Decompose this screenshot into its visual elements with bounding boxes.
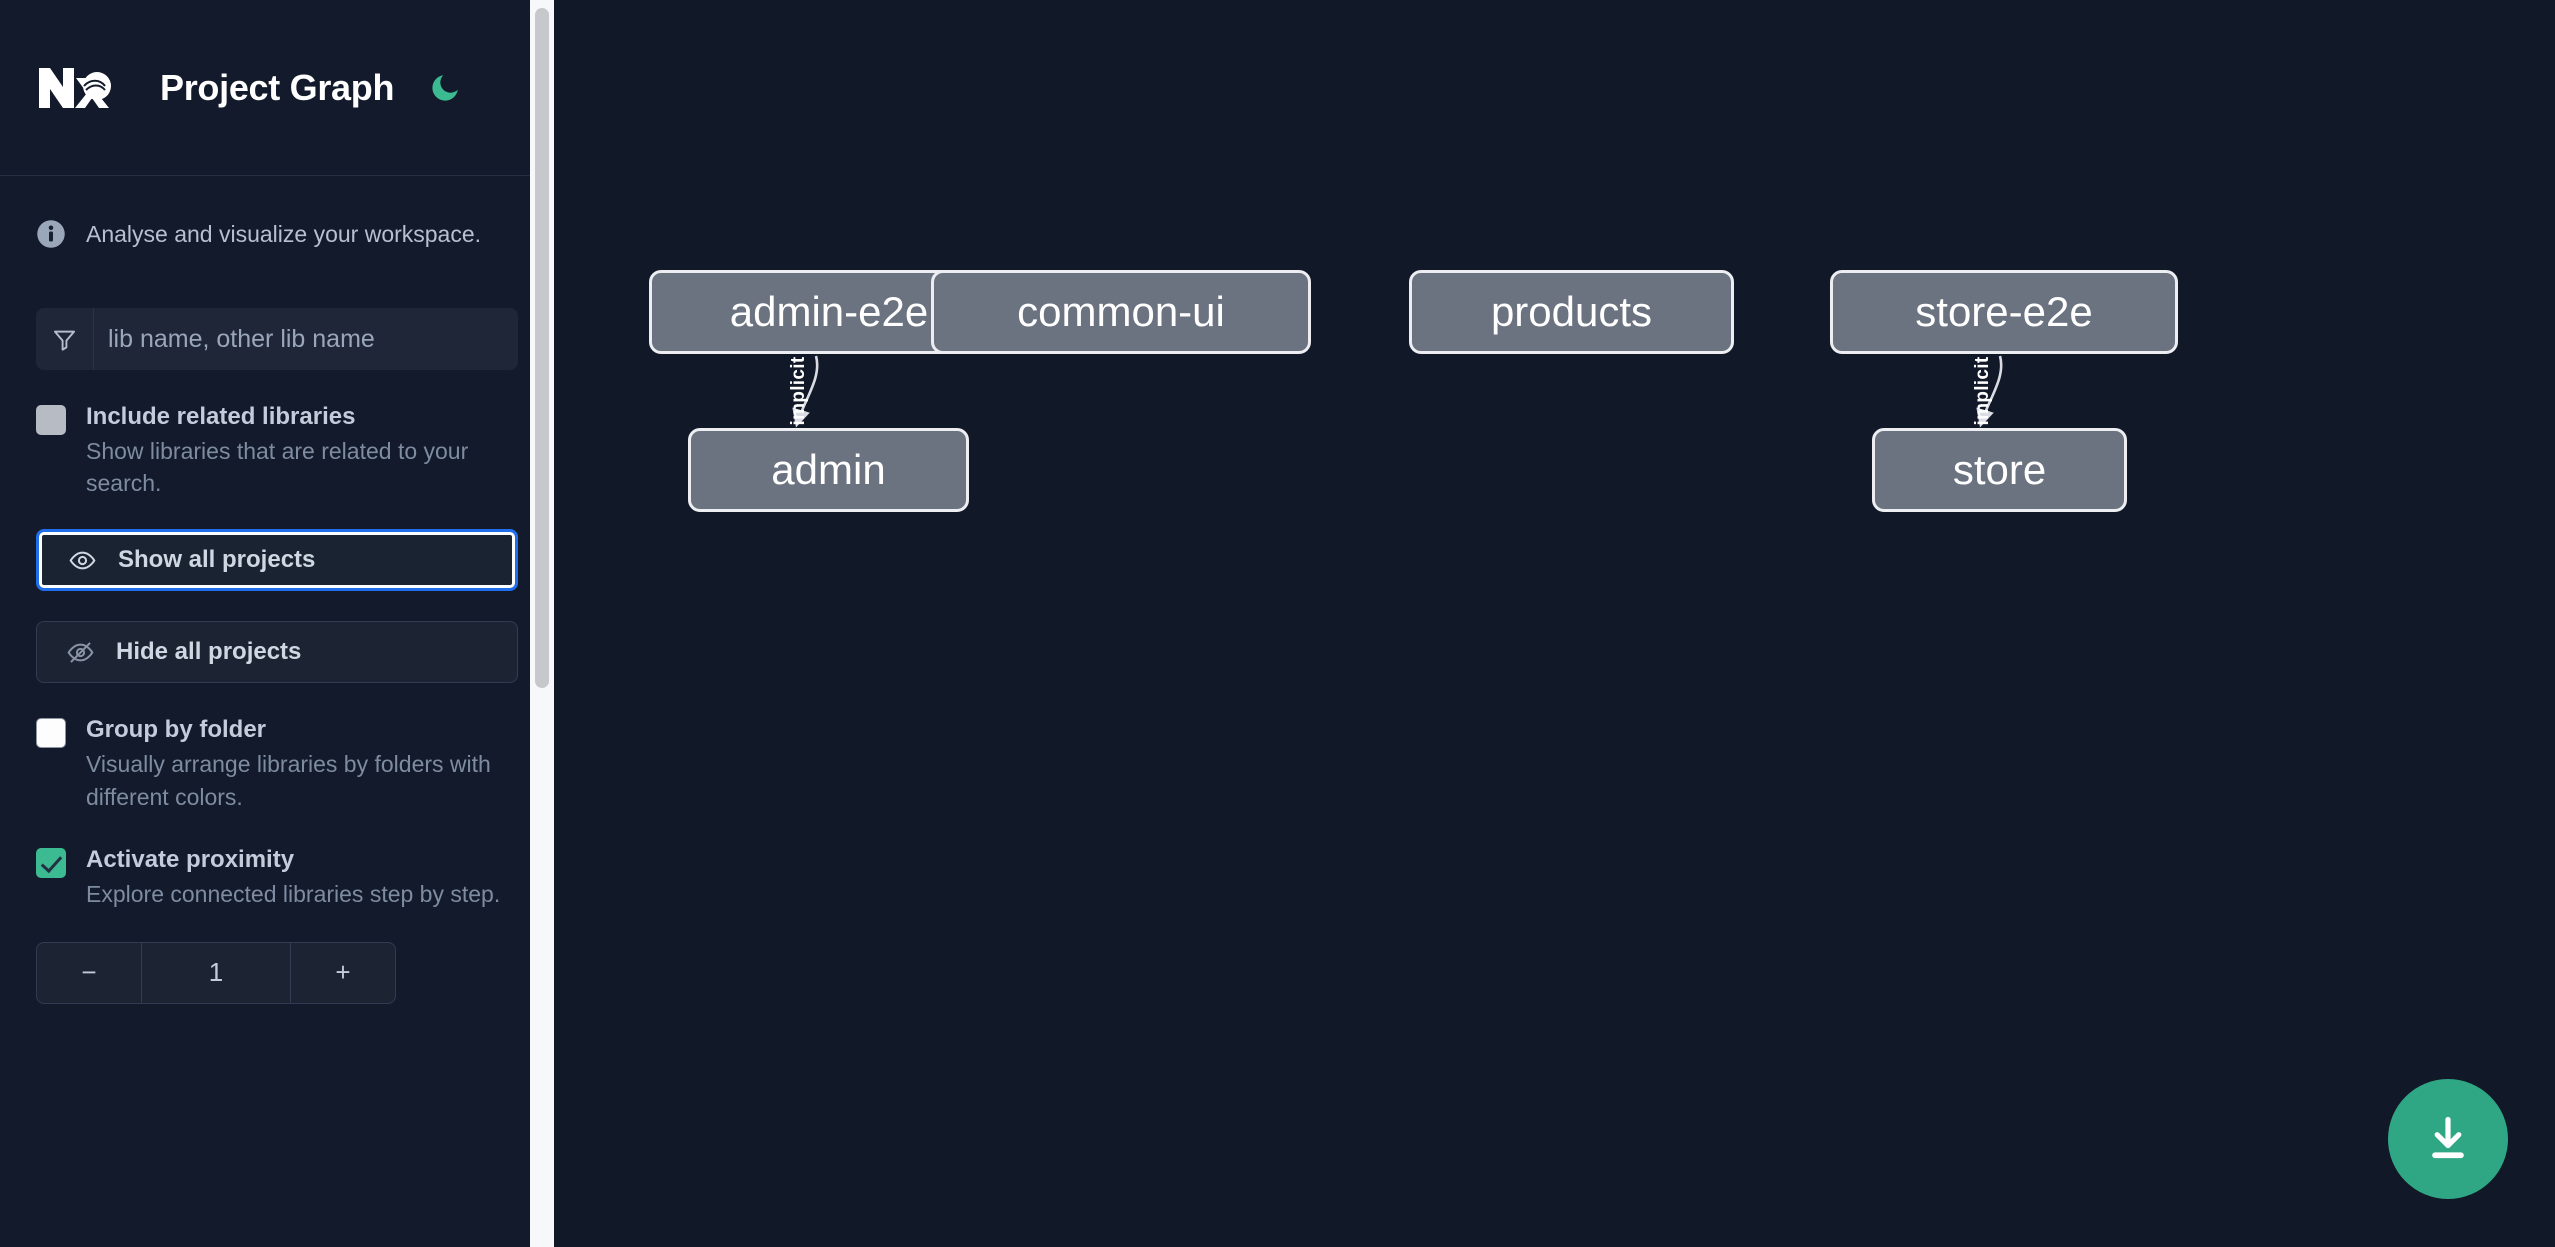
proximity-decrement-button[interactable]: − (37, 942, 142, 1003)
edge-label-admin-implicit: implicit (788, 356, 809, 426)
hide-all-projects-button[interactable]: Hide all projects (36, 621, 518, 684)
nx-logo (36, 64, 118, 112)
hide-all-projects-label: Hide all projects (116, 638, 302, 666)
eye-icon (69, 551, 96, 570)
option-texts: Include related libraries Show libraries… (86, 402, 518, 499)
graph-node-products[interactable]: products (1409, 270, 1734, 354)
sidebar-body: Analyse and visualize your workspace. In… (0, 176, 554, 1247)
show-all-projects-button[interactable]: Show all projects (36, 529, 518, 592)
option-description: Show libraries that are related to your … (86, 438, 469, 497)
download-graph-button[interactable] (2388, 1079, 2508, 1199)
filter-icon (36, 308, 94, 370)
option-texts: Activate proximity Explore connected lib… (86, 845, 500, 910)
checkbox-activate-proximity[interactable] (36, 847, 66, 878)
proximity-increment-button[interactable]: + (290, 942, 395, 1003)
moon-icon[interactable] (424, 67, 466, 109)
graph-node-label: admin (771, 446, 886, 493)
proximity-stepper[interactable]: − 1 + (36, 941, 396, 1004)
tagline-row: Analyse and visualize your workspace. (36, 186, 518, 282)
graph-edges (792, 355, 2003, 428)
option-include-related-libraries[interactable]: Include related libraries Show libraries… (36, 402, 518, 499)
sidebar-scrollbar-thumb[interactable] (535, 8, 549, 688)
sidebar-header: Project Graph (0, 0, 554, 176)
search-input[interactable] (94, 308, 518, 370)
graph-canvas[interactable]: admin-e2e common-ui products store-e2e a… (554, 0, 2555, 1247)
proximity-value: 1 (208, 957, 224, 988)
graph-node-label: products (1490, 288, 1653, 335)
graph-node-store[interactable]: store (1872, 428, 2127, 512)
graph-node-admin[interactable]: admin (688, 428, 969, 512)
option-label: Activate proximity (86, 845, 295, 873)
eye-off-icon (67, 642, 94, 663)
option-description: Visually arrange libraries by folders wi… (86, 751, 491, 810)
sidebar-scrollbar[interactable] (530, 0, 554, 1247)
search-bar[interactable] (36, 308, 518, 370)
option-group-by-folder[interactable]: Group by folder Visually arrange librari… (36, 715, 518, 812)
edge-label-store-implicit: implicit (1972, 356, 1993, 426)
graph-node-common-ui[interactable]: common-ui (931, 270, 1311, 354)
graph-node-label: store (1952, 446, 2047, 493)
option-activate-proximity[interactable]: Activate proximity Explore connected lib… (36, 845, 518, 910)
graph-node-store-e2e[interactable]: store-e2e (1830, 270, 2178, 354)
option-label: Include related libraries (86, 403, 356, 430)
checkbox-group-by-folder[interactable] (36, 718, 66, 749)
graph-node-label: admin-e2e (729, 288, 929, 335)
option-label: Group by folder (86, 716, 266, 744)
option-description: Explore connected libraries step by step… (86, 880, 501, 907)
tagline-text: Analyse and visualize your workspace. (86, 220, 482, 247)
graph-node-label: store-e2e (1915, 288, 2093, 335)
option-texts: Group by folder Visually arrange librari… (86, 715, 518, 812)
show-all-projects-label: Show all projects (118, 546, 316, 574)
page-title: Project Graph (160, 66, 395, 108)
sidebar: Project Graph Analyse and visualize your… (0, 0, 554, 1247)
graph-node-label: common-ui (1017, 288, 1225, 335)
info-icon (36, 219, 66, 249)
checkbox-include-related-libraries[interactable] (36, 405, 66, 435)
download-icon (2432, 1116, 2464, 1159)
